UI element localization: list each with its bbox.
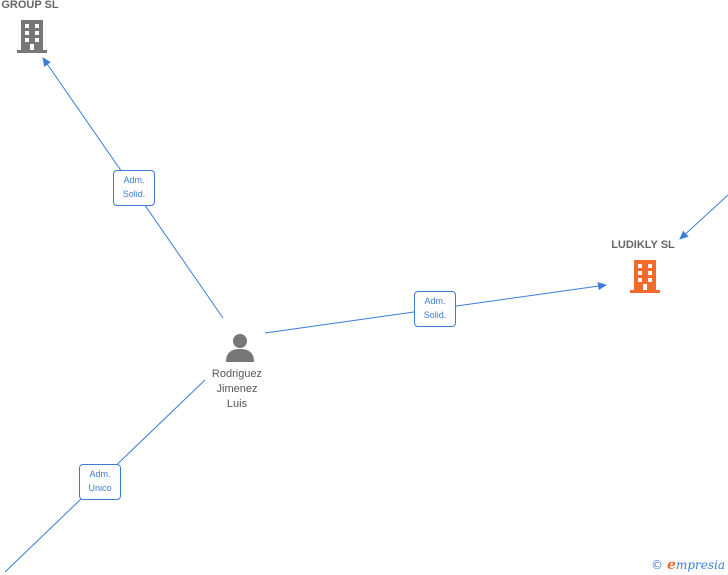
copyright-symbol: © <box>651 558 664 572</box>
relation-line-2: Solid. <box>122 189 146 199</box>
relation-line-1: Adm. <box>89 469 111 479</box>
node-label-ludikly[interactable]: LUDIKLY SL <box>611 239 675 251</box>
building-icon[interactable] <box>628 258 662 294</box>
brand-name: mpresia <box>675 558 725 572</box>
person-icon[interactable] <box>224 332 256 362</box>
edge-offscreen-to-ludikly <box>679 194 728 240</box>
relation-label-to-bottom[interactable]: Adm. Unico <box>79 464 121 500</box>
relation-line-1: Adm. <box>424 296 446 306</box>
person-name-line-2: Jimenez <box>216 383 258 395</box>
person-name-line-1: Rodriguez <box>211 368 263 380</box>
node-label-group[interactable]: GROUP SL <box>1 0 59 11</box>
footer-brand: ©empresia <box>651 557 725 573</box>
brand-e-logo: e <box>667 557 676 573</box>
relation-line-2: Unico <box>88 483 112 493</box>
relation-line-2: Solid. <box>423 310 447 320</box>
relation-line-1: Adm. <box>123 175 145 185</box>
relation-label-to-group[interactable]: Adm. Solid. <box>113 170 155 206</box>
relation-label-to-ludikly[interactable]: Adm. Solid. <box>414 291 456 327</box>
person-name-line-3: Luis <box>226 398 248 410</box>
building-icon[interactable] <box>16 18 48 54</box>
node-label-person[interactable]: Rodriguez Jimenez Luis <box>197 367 277 412</box>
